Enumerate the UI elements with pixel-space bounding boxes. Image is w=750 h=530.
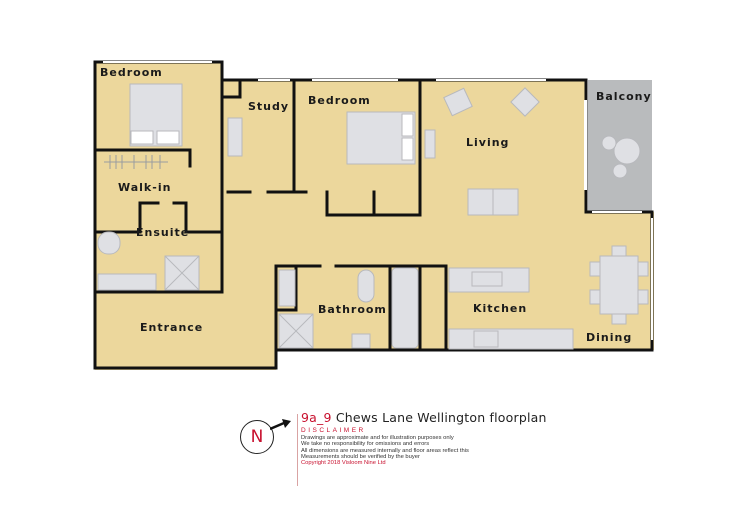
toilet-ensuite [97,231,121,255]
kitchen-bench [448,328,574,350]
walls [93,60,654,370]
vanity-bathroom [351,333,371,349]
desk-study [227,117,243,157]
room-label-ensuite: Ensuite [136,226,189,239]
legend-divider [297,414,298,486]
room-label-dining: Dining [586,331,632,344]
compass-letter: N [250,427,264,447]
room-label-bedroom-main: Bedroom [100,66,163,79]
compass-north: N [240,420,274,454]
disclaimer-line: We take no responsibility for omissions … [301,441,430,448]
disclaimer-line: Measurements should be verified by the b… [301,453,420,460]
room-label-bathroom: Bathroom [318,303,387,316]
armchair-1 [443,87,473,117]
vanity-ensuite [97,273,157,291]
armchair-2 [510,87,540,117]
laundry [278,269,296,307]
disclaimer-text: Drawings are approximate and for illustr… [301,435,469,460]
room-label-walk-in: Walk-in [118,181,171,194]
disclaimer-line: Drawings are approximate and for illustr… [301,435,454,441]
plan-address: Chews Lane Wellington floorplan [335,410,547,425]
disclaimer-heading: DISCLAIMER [301,427,366,434]
wardrobe-rail [104,155,168,169]
tv-unit [424,129,436,159]
north-arrow-icon [270,419,291,431]
room-label-study: Study [248,100,289,113]
bathtub [391,267,419,349]
plan-unit: 9a_9 [301,410,332,425]
plan-title: 9a_9 Chews Lane Wellington floorplan [301,410,547,425]
room-label-balcony: Balcony [596,90,652,103]
room-label-entrance: Entrance [140,321,203,334]
dining-table [599,255,639,315]
copyright-text: Copyright 2018 Visloom Nine Ltd [301,460,386,466]
disclaimer-line: All dimensions are measured internally a… [301,447,469,454]
room-label-bedroom-second: Bedroom [308,94,371,107]
room-label-kitchen: Kitchen [473,302,527,315]
room-label-living: Living [466,136,509,149]
balcony-table [613,137,641,165]
fixtures [97,83,649,350]
windows [103,61,653,340]
toilet-bathroom [357,269,375,303]
